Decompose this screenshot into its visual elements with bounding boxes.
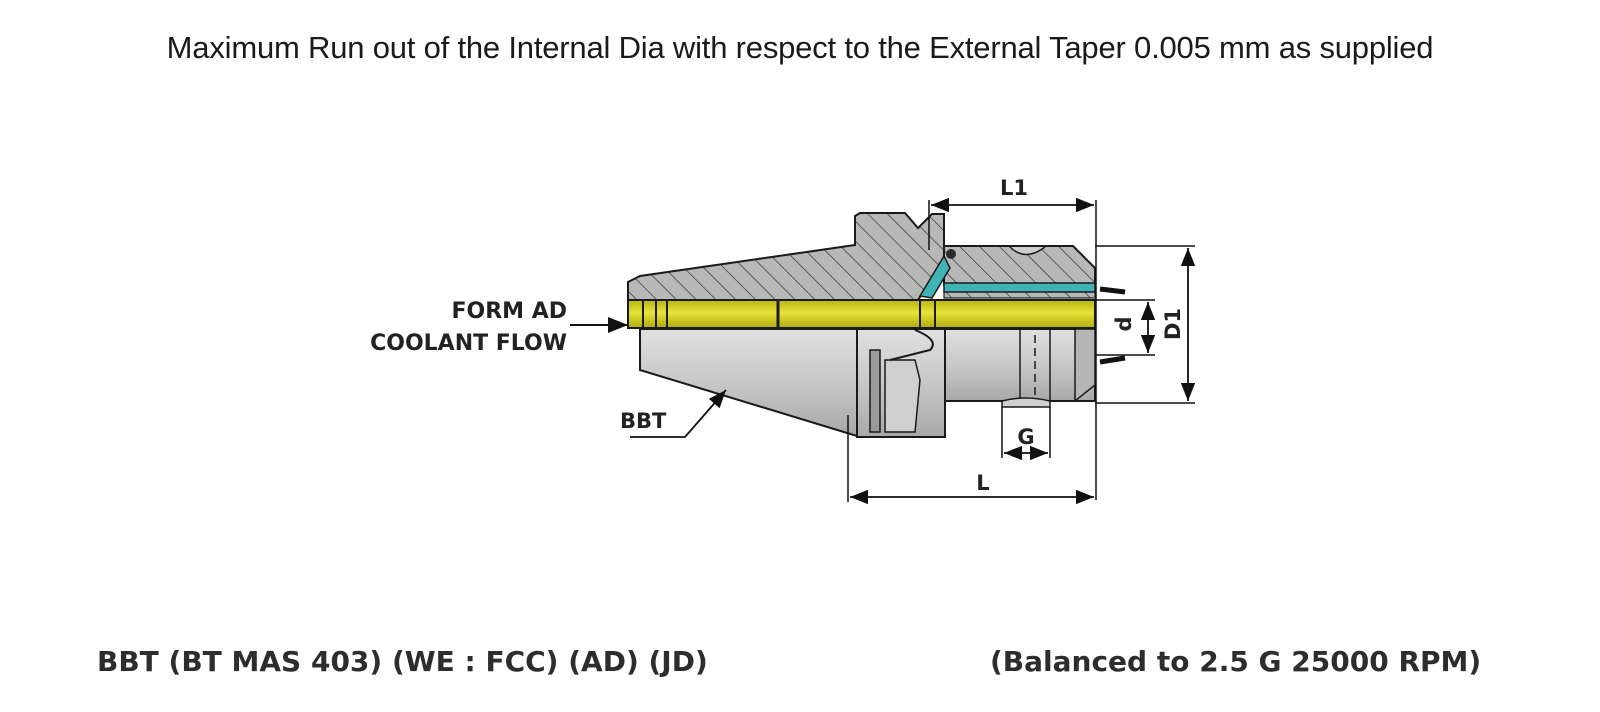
taper-label: BBT — [620, 409, 667, 433]
d1-label: D1 — [1161, 308, 1185, 340]
lower-body — [639, 328, 1096, 438]
coolant-label-line1: FORM AD — [451, 299, 567, 324]
upper-section — [627, 212, 1096, 301]
dimension-l1: L1 — [928, 176, 1097, 500]
product-spec: BBT (BT MAS 403) (WE : FCC) (AD) (JD) — [97, 645, 708, 678]
g-label: G — [1017, 425, 1034, 449]
dimension-d1: D1 — [1095, 245, 1196, 404]
l-label: L — [976, 471, 989, 495]
taper-leader — [630, 389, 727, 438]
dimension-d: d — [1095, 286, 1156, 365]
teal-coolant-channel — [918, 249, 1096, 299]
l1-label: L1 — [1000, 176, 1028, 200]
dimension-g: G — [1001, 407, 1051, 461]
runout-note: Maximum Run out of the Internal Dia with… — [166, 30, 1434, 65]
d-label: d — [1112, 316, 1136, 331]
yellow-coolant-bore — [627, 299, 1096, 329]
balance-spec: (Balanced to 2.5 G 25000 RPM) — [990, 645, 1482, 678]
coolant-label-line2: COOLANT FLOW — [370, 331, 567, 356]
dimension-l: L — [847, 415, 1094, 505]
